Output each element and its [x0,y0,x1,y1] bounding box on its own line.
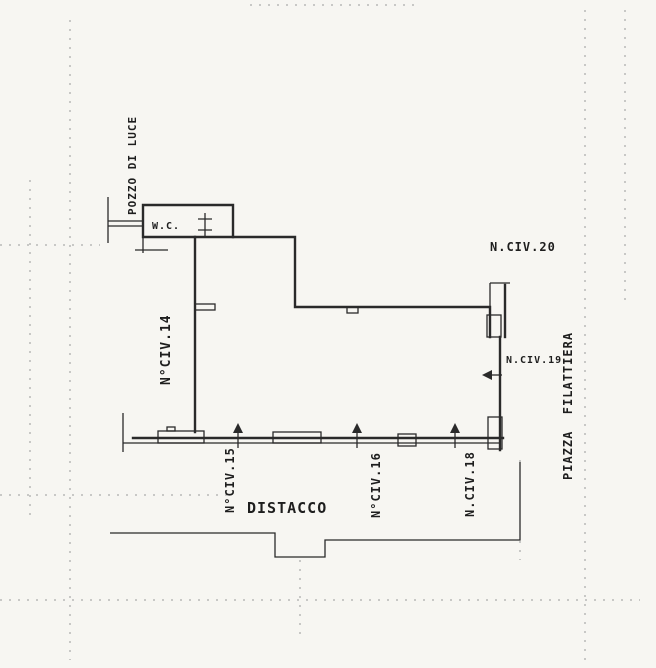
window-openings [157,303,503,450]
label-piazza-filattiera: PIAZZA FILATTIERA [561,332,575,480]
label-pozzo-di-luce: POZZO DI LUCE [126,116,139,215]
label-civ-16: N°CIV.16 [369,452,383,518]
background-dotted-grid [0,4,640,660]
label-civ-15: N°CIV.15 [223,447,237,513]
label-civ-18: N.CIV.18 [463,451,477,517]
label-civ-14: N°CIV.14 [159,314,174,385]
label-civ-20: N.CIV.20 [490,240,556,254]
setback-boundary [110,462,521,558]
apartment-walls [122,235,510,452]
label-distacco: DISTACCO [247,499,327,517]
entrance-arrows [233,370,502,448]
label-wc: W.C. [152,221,180,232]
label-civ-19: N.CIV.19 [506,355,562,366]
